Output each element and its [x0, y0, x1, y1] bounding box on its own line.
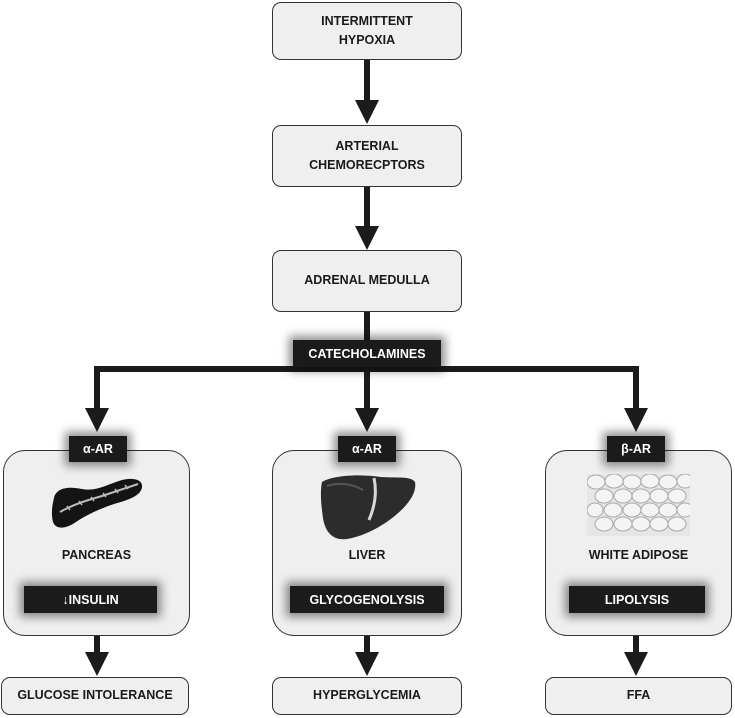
outcome-label-ffa: FFA	[626, 688, 651, 703]
pancreas-icon	[51, 478, 143, 528]
organ-name-pancreas: PANCREAS	[61, 548, 132, 562]
effect-tag-liver: GLYCOGENOLYSIS	[290, 586, 444, 613]
catecholamines-label: CATECHOLAMINES	[308, 346, 426, 361]
outcome-box-glucose-intolerance: GLUCOSE INTOLERANCE	[1, 677, 189, 715]
effect-label-liver: GLYCOGENOLYSIS	[309, 592, 425, 607]
organ-name-liver: LIVER	[348, 548, 386, 562]
hypoxia-label-line2: HYPOXIA	[338, 33, 396, 47]
arterial-chemoreceptors-box: ARTERIAL CHEMORECPTORS	[272, 125, 462, 187]
outcome-label-hyperglycemia: HYPERGLYCEMIA	[313, 688, 421, 703]
adipose-tissue-icon	[587, 474, 690, 536]
receptor-label-liver: α-AR	[352, 442, 382, 456]
effect-label-pancreas: ↓INSULIN	[62, 592, 119, 607]
hypoxia-label-line1: INTERMITTENT	[321, 13, 413, 28]
intermittent-hypoxia-box: INTERMITTENT HYPOXIA	[272, 2, 462, 60]
receptor-label-pancreas: α-AR	[83, 442, 113, 456]
organ-name-adipose: WHITE ADIPOSE	[588, 548, 689, 562]
adrenal-medulla-label: ADRENAL MEDULLA	[304, 273, 430, 288]
catecholamines-tag: CATECHOLAMINES	[293, 340, 441, 367]
outcome-box-ffa: FFA	[545, 677, 732, 715]
chemoreceptors-label-line2: CHEMORECPTORS	[309, 158, 425, 172]
outcome-box-hyperglycemia: HYPERGLYCEMIA	[272, 677, 462, 715]
adrenal-medulla-box: ADRENAL MEDULLA	[272, 250, 462, 312]
effect-label-adipose: LIPOLYSIS	[604, 592, 670, 607]
effect-tag-pancreas: ↓INSULIN	[24, 586, 157, 613]
effect-tag-adipose: LIPOLYSIS	[569, 586, 705, 613]
outcome-label-glucose-intolerance: GLUCOSE INTOLERANCE	[17, 688, 173, 703]
receptor-tag-liver: α-AR	[338, 436, 396, 462]
receptor-label-adipose: β-AR	[621, 442, 651, 456]
chemoreceptors-label-line1: ARTERIAL	[335, 138, 399, 153]
liver-icon	[320, 475, 416, 540]
receptor-tag-pancreas: α-AR	[69, 436, 127, 462]
receptor-tag-adipose: β-AR	[607, 436, 665, 462]
